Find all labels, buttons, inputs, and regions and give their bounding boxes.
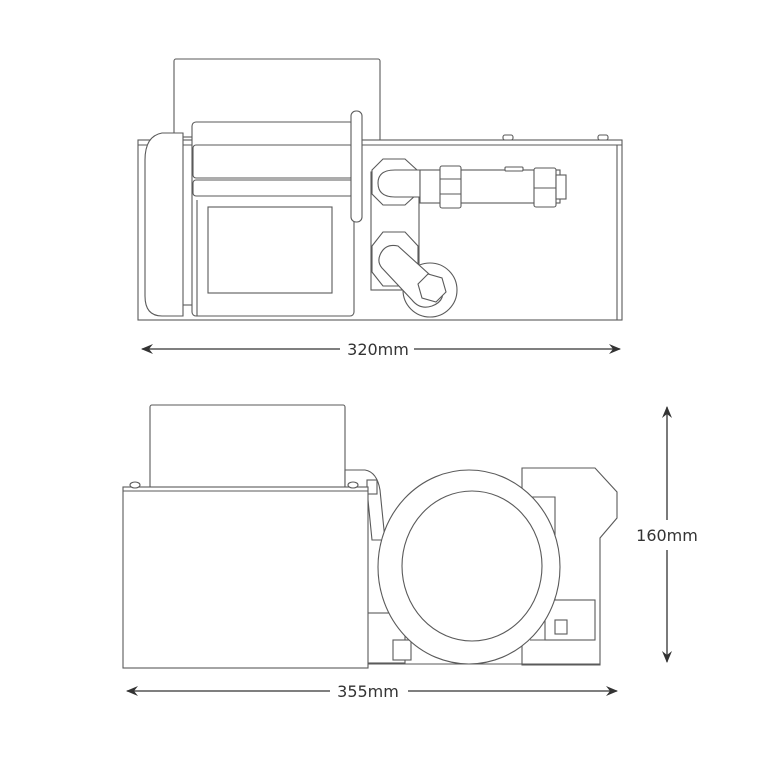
side-view-body xyxy=(122,486,369,669)
side-view: 355mm 160mm xyxy=(122,404,698,701)
top-width-label: 320mm xyxy=(347,340,409,359)
side-view-cover-box xyxy=(149,404,346,489)
pipe-end-cap xyxy=(555,174,567,200)
bolt-head xyxy=(502,134,514,141)
motor-label-plate xyxy=(207,206,333,294)
motor-end-cap xyxy=(144,132,184,317)
side-length-label: 355mm xyxy=(337,682,399,701)
motor-housing-inner xyxy=(401,490,543,642)
bolt-head xyxy=(347,481,359,489)
pipe-nut xyxy=(439,165,462,209)
bracket-pin xyxy=(350,110,363,223)
bolt-head xyxy=(597,134,609,141)
bolt-head xyxy=(129,481,141,489)
top-view: 320mm xyxy=(137,58,623,359)
side-height-label: 160mm xyxy=(636,526,698,545)
elbow-nut xyxy=(417,273,447,303)
